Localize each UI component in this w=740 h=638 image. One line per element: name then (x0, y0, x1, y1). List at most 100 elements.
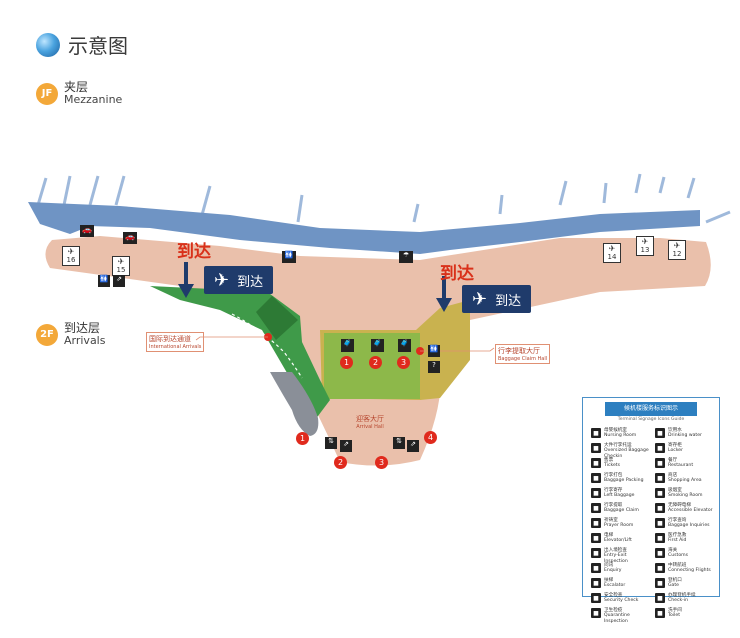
oversize-baggage-icon: ■ (591, 443, 601, 453)
toilet-icon: 🚻 (282, 251, 296, 263)
legend-label-en: Accessible Elevator (668, 508, 713, 514)
quarantine-icon: ■ (591, 608, 601, 618)
restaurant-icon: ■ (655, 458, 665, 468)
legend-label-cn: 行李打包 (604, 473, 623, 478)
legend-label-en: Restaurant (668, 463, 694, 469)
legend-label-en: Enquiry (604, 568, 622, 574)
legend-label-cn: 扶梯 (604, 578, 614, 583)
label-cn: 国际到达通道 (149, 335, 191, 343)
shopping-icon: ■ (655, 473, 665, 483)
elevator-icon: ⇅ (325, 437, 337, 449)
jet-bridge (114, 175, 126, 206)
baggage-inquiries-icon: ■ (655, 518, 665, 528)
floor-badge: JF (36, 82, 58, 105)
arrival-hall-label: 迎客大厅 Arrival Hall (356, 414, 384, 430)
first-aid-icon: ■ (655, 533, 665, 543)
walkway-ramp (270, 372, 319, 436)
gate-sign-16: ✈16 (62, 246, 80, 266)
floor-name-en: Arrivals (64, 334, 106, 347)
escalator-icon: ⇗ (113, 275, 125, 287)
carousel-number: 2 (369, 356, 382, 369)
legend-label-cn: 母婴候机室 (604, 428, 627, 433)
legend-label-en: Toilet (668, 613, 681, 619)
legend-label-en: Baggage Packing (604, 478, 644, 484)
left-baggage-icon: ■ (591, 488, 601, 498)
legend-label-cn: 行李寄存 (604, 488, 623, 493)
jet-bridge (412, 203, 420, 223)
arrival-label-left: ✈ 到达 (204, 266, 274, 294)
legend-subtitle: Terminal Signage Icons Guide (617, 417, 685, 422)
legend-label-en: Oversized Baggage Checkin (604, 448, 649, 459)
legend-label-cn: 吸烟室 (668, 488, 682, 493)
legend-label-en: Left Baggage (604, 493, 635, 499)
baggage-claim-icon: 🧳 (398, 339, 411, 352)
label-cn: 迎客大厅 (356, 415, 384, 423)
legend-panel: 候机楼服务标识图示 Terminal Signage Icons Guide ■… (582, 397, 720, 624)
legend-label-en: Check-in (668, 598, 688, 604)
arrival-label-text: 到达 (237, 274, 264, 290)
floor-label-mezzanine: JF 夹层 Mezzanine (36, 81, 122, 106)
label-en: Arrival Hall (356, 424, 384, 430)
floor-label-arrivals: 2F 到达层 Arrivals (36, 322, 105, 347)
legend-label-en: First Aid (668, 538, 687, 544)
jet-bridge (88, 175, 100, 206)
elevator-icon: ■ (591, 533, 601, 543)
floor-badge: 2F (36, 323, 58, 346)
legend-label-cn: 登机口 (668, 578, 682, 583)
arrival-route (231, 313, 303, 379)
immigration-icon: ■ (591, 548, 601, 558)
exit-number: 1 (296, 432, 309, 445)
legend-label-cn: 电梯 (604, 533, 614, 538)
map-header: 示意图 (36, 30, 128, 59)
legend-label-cn: 餐厅 (668, 458, 678, 463)
legend-label-cn: 寄存柜 (668, 443, 682, 448)
toilet-icon: ■ (655, 608, 665, 618)
plane-landing-icon: ✈ (214, 269, 230, 291)
baggage-inquiries-icon: ? (428, 361, 440, 373)
legend-label-cn: 售票 (604, 458, 614, 463)
customs-icon: ■ (655, 548, 665, 558)
baggage-claim-label: 行李提取大厅 Baggage Claim Hall (495, 344, 551, 364)
mezzanine-corridor (28, 202, 700, 254)
legend-label-cn: 问讯 (604, 563, 614, 568)
escalator-icon: ■ (591, 578, 601, 588)
toilet-icon: 🚻 (98, 275, 110, 287)
exit-number: 3 (375, 456, 388, 469)
legend-label-en: Security Check (604, 598, 639, 604)
jet-bridge (558, 180, 568, 206)
legend-label-cn: 大件行李托运 (604, 443, 632, 448)
gate-sign-15: ✈15 (112, 256, 130, 276)
jet-bridge (602, 182, 608, 204)
baggage-claim-icon: 🧳 (371, 339, 384, 352)
legend-label-cn: 海关 (668, 548, 678, 553)
legend-label-cn: 医疗急救 (668, 533, 687, 538)
locker-icon: ■ (655, 443, 665, 453)
prayer-room-icon: ■ (591, 518, 601, 528)
legend-label-en: Drinking water (668, 433, 702, 439)
exit-number: 4 (424, 431, 437, 444)
legend-label-en: Baggage Claim (604, 508, 639, 514)
legend-label-cn: 祈祷室 (604, 518, 618, 523)
legend-label-cn: 无障碍电梯 (668, 503, 691, 508)
legend-label-en: Smoking Room (668, 493, 703, 499)
jet-bridge (634, 173, 642, 194)
legend-label-cn: 洗手间 (668, 608, 682, 613)
jet-bridge (62, 175, 72, 206)
